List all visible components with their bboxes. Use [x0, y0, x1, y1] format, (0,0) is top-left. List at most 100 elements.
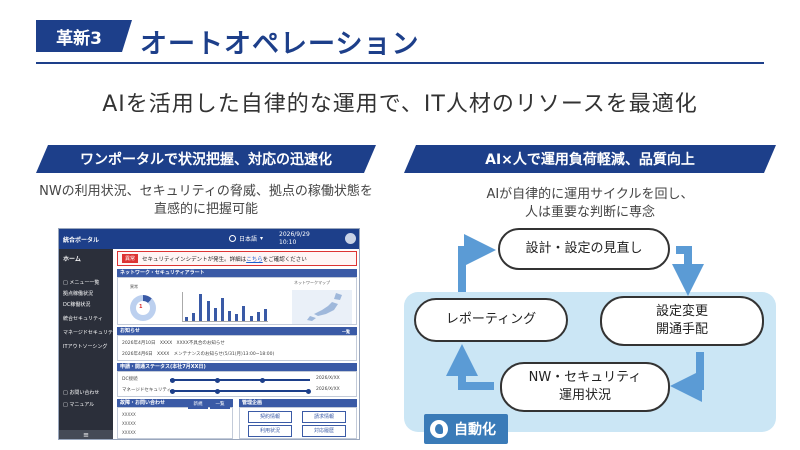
alert-bar — [249, 315, 253, 321]
arrow-left-to-top — [458, 234, 496, 292]
alert-bar — [256, 312, 260, 321]
left-section-description: NWの利用状況、セキュリティの脅威、拠点の稼働状態を 直感的に把握可能 — [36, 183, 376, 219]
list-item[interactable]: 2026年4月6日 XXXX メンテナンスのお知らせ(5/31(月)13:00~… — [122, 351, 274, 357]
arrow-top-to-right — [672, 246, 704, 296]
incident-alert-banner: 異常 セキュリティインシデントが発生。詳細は こちら をご確認ください — [117, 251, 357, 266]
news-title: お知らせ — [120, 328, 140, 334]
cycle-node-ops-status: NW・セキュリティ 運用状況 — [500, 362, 670, 412]
japan-map-icon — [307, 293, 342, 321]
sidebar-menu-label: メニュー一覧 — [69, 280, 100, 286]
sidebar-item-menu[interactable]: □ メニュー一覧 — [63, 280, 100, 286]
right-section-description: AIが自律的に運用サイクルを回し、 人は重要な判断に専念 — [404, 186, 776, 222]
inquiry-list-button[interactable]: 一覧 — [210, 400, 230, 409]
new-inquiry-button[interactable]: 新規 — [188, 400, 208, 409]
right-section-banner: AI×人で運用負荷軽減、品質向上 — [404, 145, 776, 173]
contract-info-button[interactable]: 契約情報 — [248, 411, 292, 423]
alert-detail-link[interactable]: こちら — [246, 256, 263, 263]
alert-bar-chart — [182, 292, 268, 322]
alert-suffix: をご確認ください — [262, 256, 307, 263]
config-change-line2: 開通手配 — [655, 322, 708, 337]
status-panel: DC接続 2026/X/XX マネージドセキュリティ 2026/X/XX — [117, 371, 357, 397]
integrated-portal-mock: 統合ポータル 日本語 ▾ 2026/9/29 10:10 ホーム □ メニュー一… — [58, 228, 360, 440]
support-history-button[interactable]: 対応履歴 — [302, 425, 346, 437]
inquiry-panel: 新規 一覧 XXXXX XXXXX XXXXX — [117, 400, 233, 439]
inquiry-header: 故障・お問い合わせ — [117, 399, 233, 407]
sidebar-item-manual[interactable]: □ マニュアル — [63, 402, 95, 408]
sidebar-item-dc-status[interactable]: DC稼働状況 — [63, 302, 91, 308]
alert-bar — [235, 313, 239, 321]
donut-value: 1 — [139, 304, 143, 310]
language-selector[interactable]: 日本語 ▾ — [229, 234, 263, 243]
sidebar-item-managed-security[interactable]: マネージドセキュリティ — [63, 330, 118, 336]
left-desc-line2: 直感的に把握可能 — [153, 202, 258, 217]
left-desc-line1: NWの利用状況、セキュリティの脅威、拠点の稼働状態を — [39, 184, 373, 199]
automation-label-text: 自動化 — [454, 422, 496, 438]
sidebar-item-site-status[interactable]: 拠点稼働状況 — [63, 291, 94, 297]
progress-dot — [215, 377, 220, 383]
network-map[interactable] — [292, 290, 352, 324]
management-header: 管理企画 — [239, 399, 357, 407]
news-service: XXXX — [159, 341, 173, 346]
sidebar-item-it-outsourcing[interactable]: ITアウトソーシング — [63, 344, 108, 350]
status-label: DC接続 — [122, 377, 138, 382]
sidebar-item-inquiry[interactable]: □ お問い合わせ — [63, 390, 100, 396]
news-date: 2026年4月10日 — [122, 341, 156, 346]
config-change-line1: 設定変更 — [655, 304, 708, 319]
news-header: お知らせ 一覧 — [117, 327, 357, 336]
right-desc-line1: AIが自律的に運用サイクルを回し、 — [486, 187, 694, 202]
alert-donut-chart — [130, 295, 156, 321]
news-more-button[interactable]: 一覧 — [338, 328, 354, 336]
alert-bar — [242, 305, 246, 321]
portal-time: 10:10 — [279, 239, 297, 246]
progress-dot — [170, 388, 175, 394]
status-row-dc: DC接続 — [122, 376, 138, 382]
sidebar-item-integrated-security[interactable]: 統合セキュリティ — [63, 316, 103, 322]
alert-bar — [220, 297, 224, 321]
user-avatar-icon[interactable] — [345, 233, 356, 244]
portal-topbar: 統合ポータル — [59, 229, 359, 249]
status-progress-track — [170, 377, 310, 383]
sidebar-inquiry-label: お問い合わせ — [69, 390, 100, 396]
badge-tail-shape — [122, 20, 132, 52]
alert-bar — [263, 309, 267, 321]
network-alert-header: ネットワーク・セキュリティアラート — [117, 269, 357, 277]
status-row-managed: マネージドセキュリティ — [122, 387, 171, 393]
map-label: ネットワークマップ — [294, 280, 330, 285]
sidebar-item-home[interactable]: ホーム — [63, 256, 81, 263]
section-badge: 革新3 — [36, 20, 122, 52]
cycle-node-design-review: 設計・設定の見直し — [498, 228, 670, 270]
usage-status-button[interactable]: 利用状況 — [248, 425, 292, 437]
progress-dot — [306, 388, 311, 394]
status-date: 2026/X/XX — [316, 376, 340, 381]
billing-info-button[interactable]: 請求情報 — [302, 411, 346, 423]
news-date: 2026年4月6日 — [122, 352, 153, 357]
chevron-down-icon: ▾ — [260, 235, 264, 242]
status-date: 2026/X/XX — [316, 387, 340, 392]
progress-dot — [170, 377, 175, 383]
table-row[interactable]: XXXXX — [122, 421, 136, 426]
cycle-node-reporting: レポーティング — [414, 298, 568, 342]
hamburger-menu-button[interactable]: ≡ — [59, 430, 113, 439]
table-row[interactable]: XXXXX — [122, 412, 136, 417]
progress-dot — [260, 377, 265, 383]
portal-title: 統合ポータル — [63, 236, 100, 244]
right-desc-line2: 人は重要な判断に専念 — [524, 205, 655, 220]
alert-bar — [228, 311, 231, 321]
portal-sidebar: ホーム □ メニュー一覧 拠点稼働状況 DC稼働状況 統合セキュリティ マネージ… — [59, 249, 118, 439]
ai-brain-icon — [430, 420, 448, 438]
table-row[interactable]: XXXXX — [122, 430, 136, 435]
sidebar-manual-label: マニュアル — [69, 402, 95, 408]
status-label: マネージドセキュリティ — [122, 388, 172, 393]
header-divider — [36, 62, 764, 64]
language-label: 日本語 — [239, 236, 258, 243]
automation-label: 自動化 — [424, 414, 508, 444]
globe-icon — [229, 235, 236, 242]
status-header: 申請・開通ステータス(本社7月XX日) — [117, 363, 357, 371]
status-progress-track — [170, 388, 311, 394]
list-item[interactable]: 2026年4月10日 XXXX XXXX不具合のお知らせ — [122, 340, 225, 346]
cycle-node-config-change: 設定変更 開通手配 — [600, 296, 764, 346]
donut-label: 異常 — [130, 284, 138, 289]
page-title: オートオペレーション — [140, 29, 420, 60]
news-panel: 2026年4月10日 XXXX XXXX不具合のお知らせ 2026年4月6日 X… — [117, 335, 357, 361]
alert-bar — [185, 316, 188, 321]
